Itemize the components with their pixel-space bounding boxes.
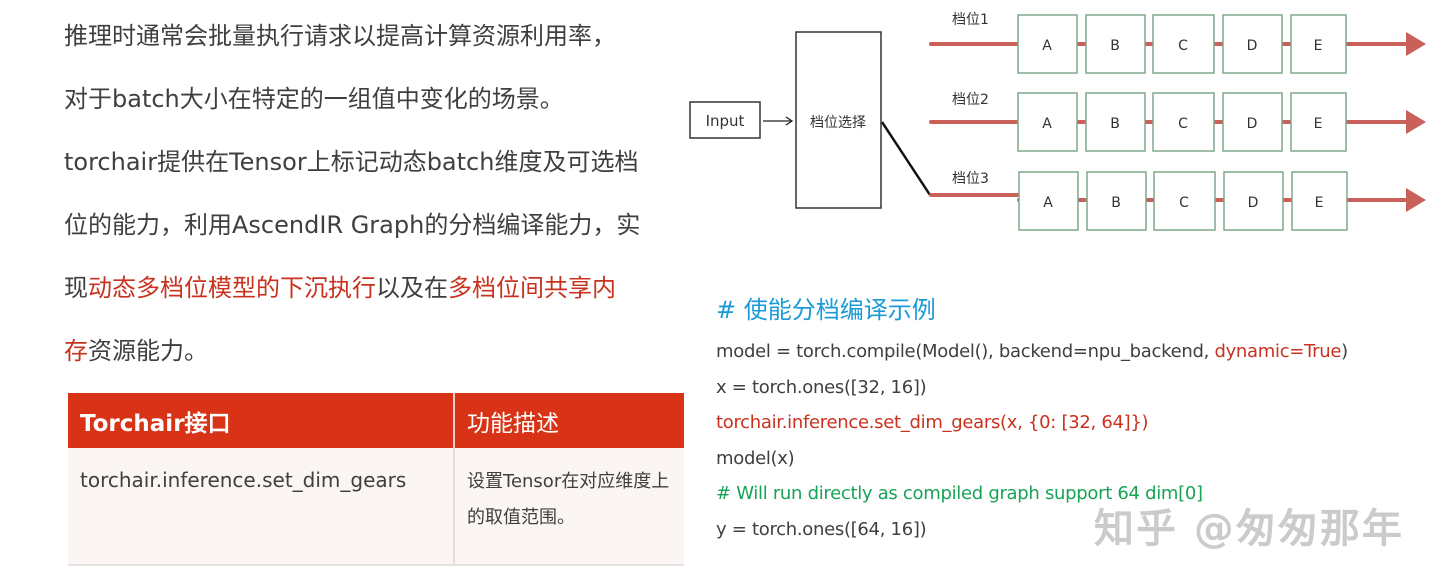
cell-api: torchair.inference.set_dim_gears	[68, 448, 455, 565]
intro-highlight-text: 多档位间共享内	[448, 274, 616, 302]
code-text: model(x)	[716, 447, 795, 469]
stage-label: D	[1247, 38, 1258, 54]
stage-label: C	[1178, 116, 1188, 132]
intro-text: 以及在	[376, 274, 448, 302]
watermark: 知乎 @匆匆那年	[1094, 506, 1404, 552]
gear-selector-box: 档位选择	[795, 31, 882, 209]
intro-line: 位的能力，利用AscendIR Graph的分档编译能力，实	[64, 199, 684, 262]
intro-line: 推理时通常会批量执行请求以提高计算资源利用率，	[64, 10, 684, 73]
code-highlight: torchair.inference.set_dim_gears(x, {0: …	[716, 412, 1149, 433]
stage-label: A	[1043, 195, 1053, 211]
gear-label: 档位3	[952, 171, 989, 187]
selector-label: 档位选择	[810, 115, 866, 131]
intro-line: 对于batch大小在特定的一组值中变化的场景。	[64, 73, 684, 136]
gear-diagram: Input 档位选择 档位1 A B C D E	[680, 0, 1440, 240]
intro-text: 现	[64, 274, 88, 302]
intro-text: torchair提供在Tensor上标记动态batch维度及可选档	[64, 148, 639, 176]
api-table: Torchair接口 功能描述 torchair.inference.set_d…	[68, 393, 684, 566]
code-line: torchair.inference.set_dim_gears(x, {0: …	[716, 405, 1416, 441]
stage-label: B	[1110, 116, 1120, 132]
code-line: model(x)	[716, 441, 1416, 477]
stage-label: B	[1111, 195, 1121, 211]
table-header-row: Torchair接口 功能描述	[68, 393, 684, 448]
code-line: x = torch.ones([32, 16])	[716, 370, 1416, 406]
arrow-right-icon	[1406, 188, 1426, 212]
code-text: )	[1341, 341, 1348, 362]
code-comment: # Will run directly as compiled graph su…	[716, 483, 1203, 504]
intro-text: 对于batch大小在特定的一组值中变化的场景。	[64, 85, 564, 113]
intro-text: 推理时通常会批量执行请求以提高计算资源利用率，	[64, 22, 616, 50]
intro-highlight-text: 存	[64, 337, 88, 365]
gear-label: 档位2	[952, 92, 989, 108]
code-text: x = torch.ones([32, 16])	[716, 376, 927, 398]
header-description: 功能描述	[453, 393, 684, 448]
stage-label: D	[1247, 116, 1258, 132]
code-text: y = torch.ones([64, 16])	[716, 518, 927, 540]
intro-line: torchair提供在Tensor上标记动态batch维度及可选档	[64, 136, 684, 199]
arrow-right-icon	[1406, 110, 1426, 134]
stage-label: C	[1179, 195, 1189, 211]
intro-highlight-text: 动态多档位模型的下沉执行	[88, 274, 376, 302]
switch-line	[880, 121, 932, 196]
code-line: model = torch.compile(Model(), backend=n…	[716, 334, 1416, 370]
stage-label: E	[1314, 116, 1323, 132]
gear-row-2: 档位2 A B C D E	[929, 92, 1426, 152]
gear-row-3: 档位3 A B C D E	[929, 171, 1426, 231]
code-line: # Will run directly as compiled graph su…	[716, 476, 1416, 512]
stage-label: A	[1042, 116, 1052, 132]
arrow-right-icon	[1406, 32, 1426, 56]
stage-label: E	[1314, 38, 1323, 54]
input-label: Input	[706, 112, 745, 130]
stage-label: C	[1178, 38, 1188, 54]
intro-line: 存资源能力。	[64, 325, 684, 388]
code-highlight: dynamic=True	[1214, 341, 1342, 362]
stage-label: B	[1110, 38, 1120, 54]
intro-line: 现动态多档位模型的下沉执行以及在多档位间共享内	[64, 262, 684, 325]
gear-label: 档位1	[952, 12, 989, 28]
input-box: Input	[689, 101, 761, 139]
intro-text: 位的能力，利用AscendIR Graph的分档编译能力，实	[64, 211, 641, 239]
code-text: model = torch.compile(Model(), backend=n…	[716, 341, 1215, 362]
table-row: torchair.inference.set_dim_gears 设置Tenso…	[68, 448, 684, 565]
arrow-icon	[763, 116, 794, 126]
intro-paragraph: 推理时通常会批量执行请求以提高计算资源利用率， 对于batch大小在特定的一组值…	[64, 10, 684, 388]
code-title: # 使能分档编译示例	[716, 296, 936, 324]
stage-label: E	[1315, 195, 1324, 211]
cell-description: 设置Tensor在对应维度上的取值范围。	[453, 448, 684, 565]
stage-label: A	[1042, 38, 1052, 54]
header-api: Torchair接口	[68, 393, 455, 448]
code-example: # 使能分档编译示例 model = torch.compile(Model()…	[716, 292, 1416, 547]
code-line: y = torch.ones([64, 16])	[716, 512, 1416, 548]
gear-row-1: 档位1 A B C D E	[929, 12, 1426, 74]
stage-label: D	[1248, 195, 1259, 211]
intro-text: 资源能力。	[88, 337, 208, 365]
